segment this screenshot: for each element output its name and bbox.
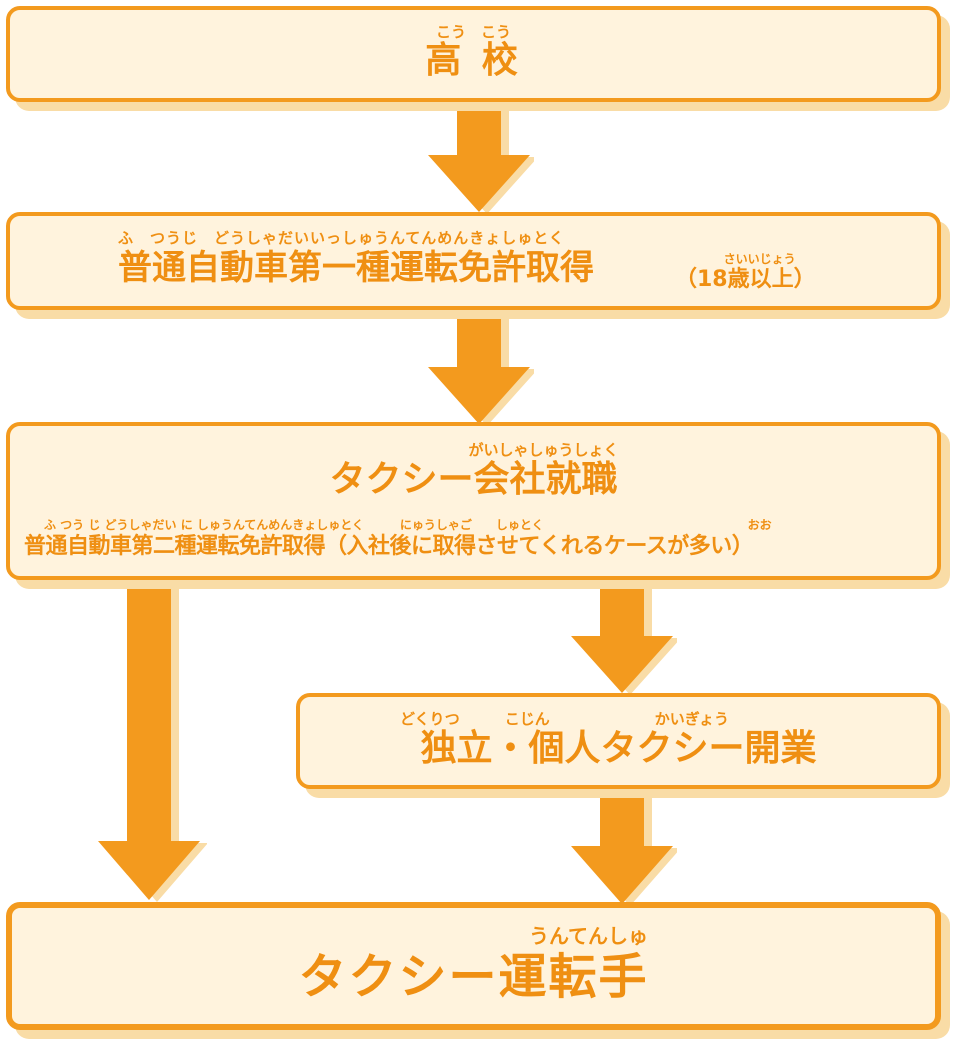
step-taxi-company-ruby: がいしゃしゅうしょく xyxy=(468,441,619,459)
arrow-company-to-driver xyxy=(98,578,207,902)
step-taxi-driver-ruby: うんてんしゅ xyxy=(529,924,648,948)
step-taxi-company-title: タクシー会社就職 xyxy=(329,459,618,500)
step-class1-license-note-ruby: さいいじょう xyxy=(723,252,796,266)
step-high-school: こう こう 高 校 xyxy=(6,6,941,102)
step-independent-taxi-title: 独立・個人タクシー開業 xyxy=(420,728,817,769)
step-taxi-company-sub: 普通自動車第二種運転免許取得（入社後に取得させてくれるケースが多い） xyxy=(24,534,754,559)
step-class1-license-ruby: ふ つうじ どうしゃだいいっしゅうんてんめんきょしゅとく xyxy=(118,229,565,247)
arrow-independent-to-driver xyxy=(571,786,677,906)
step-taxi-company-sub-ruby: ふ つう じ どうしゃだい に しゅうんてんめんきょしゅとく にゅうしゃご しゅ… xyxy=(44,518,772,532)
arrow-highschool-to-license xyxy=(428,100,534,214)
arrow-license-to-company xyxy=(428,309,534,426)
arrow-company-to-independent xyxy=(571,578,677,695)
step-class1-license: ふ つうじ どうしゃだいいっしゅうんてんめんきょしゅとく 普通自動車第一種運転免… xyxy=(6,212,941,310)
step-class1-license-title: 普通自動車第一種運転免許取得 xyxy=(118,248,594,288)
step-taxi-driver: うんてんしゅ タクシー運転手 xyxy=(6,902,941,1030)
step-taxi-driver-title: タクシー運転手 xyxy=(298,949,649,1005)
step-independent-taxi: どくりつ こじん かいぎょう 独立・個人タクシー開業 xyxy=(296,693,941,789)
step-high-school-ruby: こう こう xyxy=(435,23,511,41)
step-class1-license-note: （18歳以上） xyxy=(675,267,816,292)
step-high-school-title: 高 校 xyxy=(425,40,522,81)
step-taxi-company: がいしゃしゅうしょく タクシー会社就職 ふ つう じ どうしゃだい に しゅうん… xyxy=(6,422,941,580)
step-independent-taxi-ruby: どくりつ こじん かいぎょう xyxy=(400,710,729,728)
